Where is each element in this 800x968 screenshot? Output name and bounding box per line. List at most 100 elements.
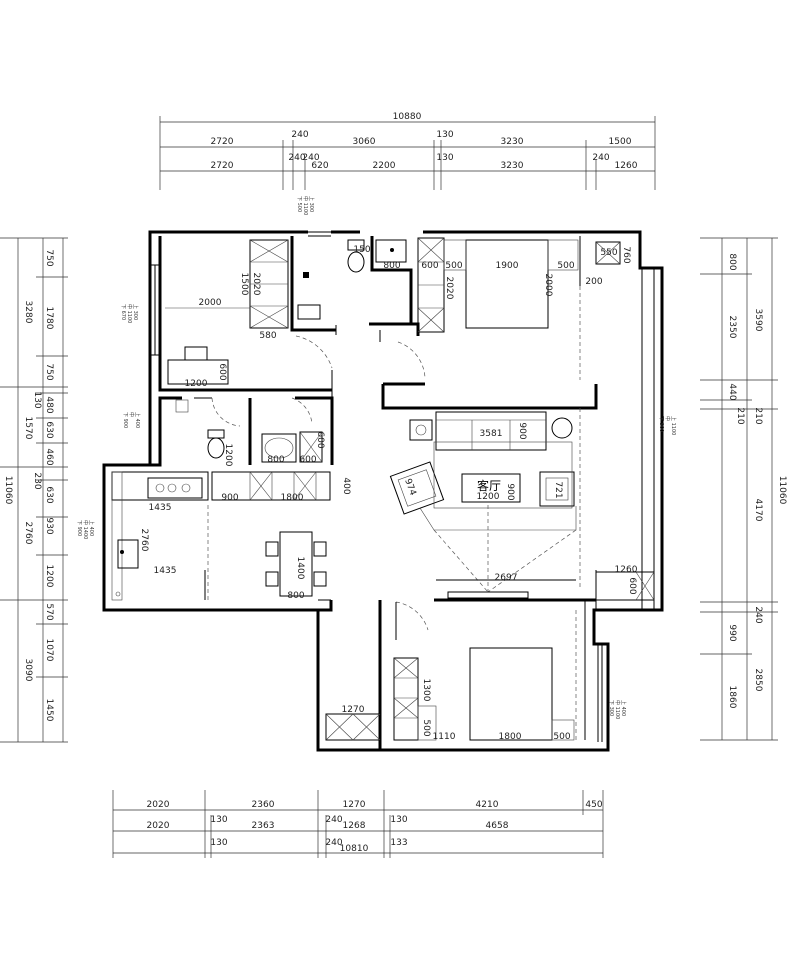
right-dim: 990: [727, 624, 737, 641]
svg-text:下 670: 下 670: [120, 304, 126, 320]
left-dim: 1780: [44, 307, 54, 330]
interior-dim: 600: [217, 363, 227, 380]
interior-dim: 800: [383, 261, 400, 271]
tv-cabinet: [447, 591, 529, 599]
interior-dim: 1110: [433, 732, 456, 742]
toilet: [207, 437, 225, 459]
door-swing: [295, 335, 333, 369]
right-dim: 240: [753, 606, 763, 623]
bedroom-top-middle: 600 500 1900 2000 500 550 760 200 2020: [417, 237, 631, 380]
counter: [111, 471, 209, 501]
interior-walls: [150, 236, 598, 750]
svg-text:下 300: 下 300: [608, 700, 614, 716]
interior-dim: 1200: [185, 379, 208, 389]
interior-dim: 600: [299, 455, 316, 465]
bottom-dim: 2360: [252, 800, 275, 810]
chair: [265, 571, 279, 587]
interior-dim: 2020: [444, 277, 454, 300]
interior-dim: 1200: [477, 492, 500, 502]
bottom-dim: 4210: [476, 800, 499, 810]
left-dim: 750: [44, 249, 54, 266]
bottom-dim: 130: [390, 815, 407, 825]
right-dim: 2850: [753, 669, 763, 692]
interior-dim: 600: [315, 431, 325, 448]
interior-dim: 1435: [154, 566, 177, 576]
chair: [265, 541, 279, 557]
svg-text:上 1100: 上 1100: [670, 416, 677, 435]
bathtub: [261, 433, 297, 463]
interior-dim: 150: [353, 245, 370, 255]
interior-dim: 500: [557, 261, 574, 271]
top-dim: 2720: [211, 161, 234, 171]
bathroom-top: 150 800: [297, 239, 426, 379]
round-table: [551, 417, 573, 439]
interior-dim: 900: [517, 422, 527, 439]
left-dim: 1570: [23, 417, 33, 440]
elevation-note: 上 1100 中 下 900: [658, 416, 677, 435]
right-total-dim: 11060: [777, 476, 787, 505]
bed: [465, 239, 549, 329]
sofa: [435, 411, 547, 451]
bottom-dim: 133: [390, 838, 407, 848]
svg-text:上 400: 上 400: [88, 520, 95, 536]
svg-text:上 300: 上 300: [132, 304, 139, 320]
door-swing: [211, 397, 241, 427]
interior-dim: 1400: [295, 557, 305, 580]
left-dim: 130: [32, 391, 42, 408]
door-swing: [395, 601, 429, 631]
bottom-total-dim: 10810: [340, 844, 369, 854]
left-dim: 460: [44, 448, 54, 465]
armchair: [539, 471, 575, 507]
left-dim: 1200: [44, 565, 54, 588]
left-dim: 3280: [23, 301, 33, 324]
bed: [469, 647, 553, 741]
interior-dim: 1200: [223, 444, 233, 467]
top-dim: 2200: [373, 161, 396, 171]
left-dim: 480: [44, 396, 54, 413]
svg-text:中 1100: 中 1100: [302, 196, 309, 215]
top-dimension-chain: 10880 2720 240 3060 130 3230 1500 2720 2…: [159, 112, 656, 215]
interior-dim: 900: [221, 493, 238, 503]
right-dim: 3590: [753, 309, 763, 332]
left-dim: 230: [32, 472, 42, 489]
interior-dim: 1800: [281, 493, 304, 503]
interior-dim: 2020: [251, 273, 261, 296]
side-table: [409, 419, 433, 441]
top-dim: 2720: [211, 137, 234, 147]
svg-text:上 300: 上 300: [308, 196, 315, 212]
right-dim: 800: [727, 253, 737, 270]
bedroom-bottom: 1300 1270 500 1110 1800 500 上 400 中 1100…: [325, 601, 627, 742]
bottom-dim: 240: [325, 838, 342, 848]
left-dim: 630: [44, 486, 54, 503]
right-dim: 210: [753, 407, 763, 424]
interior-dim: 1300: [421, 679, 431, 702]
interior-dim: 580: [259, 331, 276, 341]
elevation-note: 上 400 中 下 900: [122, 412, 141, 428]
interior-dim: 800: [267, 455, 284, 465]
top-total-dim: 10880: [393, 112, 422, 122]
left-dimension-chain: 3280 1570 2760 3090 11060 750 1780 750 1…: [0, 237, 68, 743]
elevation-note: 上 400 中 1400 下 900: [76, 520, 95, 539]
nightstand: [547, 239, 579, 271]
svg-text:下 900: 下 900: [658, 416, 664, 432]
interior-dim: 974: [402, 478, 417, 498]
chair: [184, 346, 208, 361]
svg-text:中 1400: 中 1400: [82, 520, 89, 539]
dining-table: [279, 531, 313, 597]
left-dim: 750: [44, 363, 54, 380]
top-dim: 240: [592, 153, 609, 163]
interior-dim: 1435: [149, 503, 172, 513]
top-dim: 240: [291, 130, 308, 140]
bottom-dimension-chain: 2020 2360 1270 4210 450 2020 130 2363 24…: [112, 790, 604, 858]
stove: [147, 477, 203, 499]
top-dim: 240: [302, 153, 319, 163]
cabinet: [595, 241, 621, 265]
exterior-walls: [102, 230, 664, 752]
cabinet: [299, 431, 323, 463]
right-dim: 2350: [727, 316, 737, 339]
bottom-dim: 1268: [343, 821, 366, 831]
interior-dim: 1270: [342, 705, 365, 715]
top-dim: 1260: [615, 161, 638, 171]
kitchen-dining: 400 1435 900 1800 2760 1435 1400 800 上 4…: [76, 471, 351, 601]
